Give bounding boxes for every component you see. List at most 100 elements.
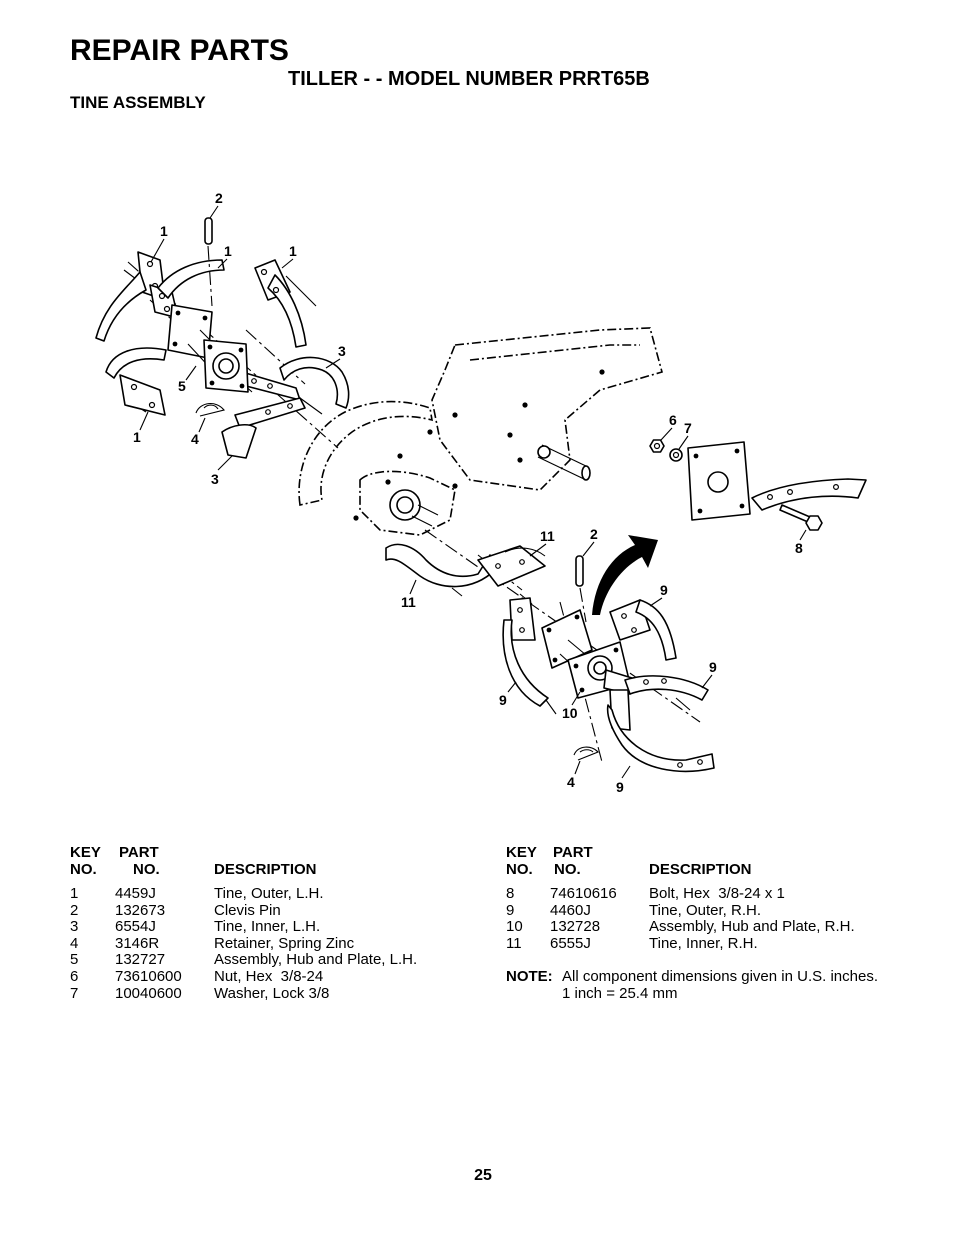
transmission-outline — [431, 327, 663, 491]
header-key: KEY — [506, 844, 537, 861]
bolt-hole — [202, 315, 208, 321]
bolt-hole — [260, 268, 268, 276]
table-row: 6 73610600 Nut, Hex 3/8-24 — [70, 967, 470, 986]
part-description: Tine, Inner, R.H. — [649, 934, 758, 952]
key-number: 2 — [70, 901, 79, 919]
rh-outer-tine-blade — [635, 599, 677, 661]
bolt-hole — [175, 310, 181, 316]
housing-bolt — [599, 369, 605, 375]
key-number: 11 — [506, 934, 522, 952]
lh-hub-center — [218, 358, 234, 374]
leader-line — [529, 543, 547, 557]
leader-line — [150, 238, 165, 263]
table-row: 10 132728 Assembly, Hub and Plate, R.H. — [506, 919, 926, 936]
bolt-hole — [739, 503, 745, 509]
bolt-hole — [552, 657, 558, 663]
header-key-no: NO. — [506, 860, 533, 878]
lh-outer-tine-flange — [119, 374, 166, 416]
bolt-hole — [172, 341, 178, 347]
model-subtitle: TILLER - - MODEL NUMBER PRRT65B — [288, 68, 650, 90]
callout-label: 2 — [215, 190, 223, 206]
header-part: PART — [119, 844, 159, 861]
callout-label: 1 — [224, 243, 232, 259]
bolt-hole — [613, 647, 619, 653]
lh-outer-tine-blade — [95, 271, 147, 342]
part-description: Nut, Hex 3/8-24 — [214, 967, 324, 985]
lh-outer-tine-blade — [267, 274, 307, 348]
lock-washer-bore — [672, 451, 680, 459]
note-text: 1 inch = 25.4 mm — [562, 984, 678, 1002]
part-description: Tine, Outer, L.H. — [214, 884, 324, 902]
bolt-hole — [677, 762, 683, 768]
callout-label: 1 — [133, 429, 141, 445]
part-number: 6555J — [550, 934, 591, 952]
shaft-hardware — [649, 439, 867, 531]
bolt-hole — [697, 508, 703, 514]
housing-bolt — [385, 479, 391, 485]
note-label: NOTE: — [506, 968, 553, 985]
assembly-arrow-icon — [592, 535, 658, 615]
bolt-hole — [579, 687, 585, 693]
part-description: Clevis Pin — [214, 901, 281, 919]
header-part-no: NO. — [554, 860, 581, 878]
table-row: 2 132673 Clevis Pin — [70, 901, 470, 920]
bolt-hole — [163, 305, 171, 313]
part-number: 132728 — [550, 918, 601, 936]
callout-label: 11 — [401, 594, 416, 610]
transmission-arm-inner — [469, 344, 640, 361]
leader-line — [209, 205, 219, 219]
housing-bolt — [522, 402, 528, 408]
leader-line — [649, 597, 663, 607]
key-number: 3 — [70, 918, 79, 936]
table-row: 3 6554J Tine, Inner, L.H. — [70, 919, 470, 936]
rh-outer-tine-flange — [509, 597, 536, 641]
key-number: 9 — [506, 901, 515, 919]
leader-line — [571, 691, 581, 706]
part-number: 73610600 — [115, 967, 182, 985]
part-description: Assembly, Hub and Plate, L.H. — [214, 951, 418, 969]
side-plate-hole — [707, 471, 729, 493]
key-number: 4 — [70, 934, 79, 952]
rh-inner-tine-blade — [385, 543, 496, 588]
note-line: 1 inch = 25.4 mm — [506, 984, 926, 1003]
parts-table-right: KEY PART NO. NO. DESCRIPTION 8 74610616 … — [506, 844, 926, 952]
housing-bolt — [427, 429, 433, 435]
table-row: 9 4460J Tine, Outer, R.H. — [506, 901, 926, 920]
section-heading: TINE ASSEMBLY — [70, 93, 206, 112]
leader-line — [507, 681, 517, 693]
part-description: Assembly, Hub and Plate, R.H. — [649, 918, 855, 936]
table-row: 7 10040600 Washer, Lock 3/8 — [70, 985, 470, 1003]
housing-bolt — [452, 412, 458, 418]
bolt-hole — [267, 383, 273, 389]
part-number: 6554J — [115, 918, 156, 936]
part-number: 132727 — [115, 951, 166, 969]
bolt-hole — [693, 453, 699, 459]
bolt-hole — [130, 383, 138, 391]
rh-inner-tine-flange — [477, 545, 546, 587]
bolt-hole — [621, 613, 627, 619]
housing-bolt — [452, 483, 458, 489]
rh-tine-assembly — [385, 529, 715, 773]
callout-label: 9 — [709, 659, 717, 675]
bolt-hole — [207, 344, 213, 350]
bolt-hole — [832, 484, 839, 491]
leader-line — [799, 529, 807, 541]
leader-line — [281, 258, 294, 269]
lh-outer-tine-blade — [157, 259, 225, 299]
callout-label: 1 — [160, 223, 168, 239]
part-description: Tine, Inner, L.H. — [214, 918, 321, 936]
bolt-hole — [158, 292, 166, 300]
lh-clevis-pin — [204, 217, 213, 245]
leader-line — [139, 411, 149, 431]
clevis-pin-axis — [579, 587, 587, 623]
rh-clevis-pin — [575, 555, 584, 587]
part-description: Tine, Outer, R.H. — [649, 901, 761, 919]
bolt-hole — [519, 559, 525, 565]
clevis-pin-axis — [207, 245, 213, 307]
bolt-hole — [574, 614, 580, 620]
tine-shaft — [411, 504, 439, 527]
bolt-hole — [146, 260, 154, 268]
lh-axis-line — [245, 329, 306, 385]
callout-label: 11 — [540, 528, 555, 544]
shaft-collar — [537, 445, 551, 459]
